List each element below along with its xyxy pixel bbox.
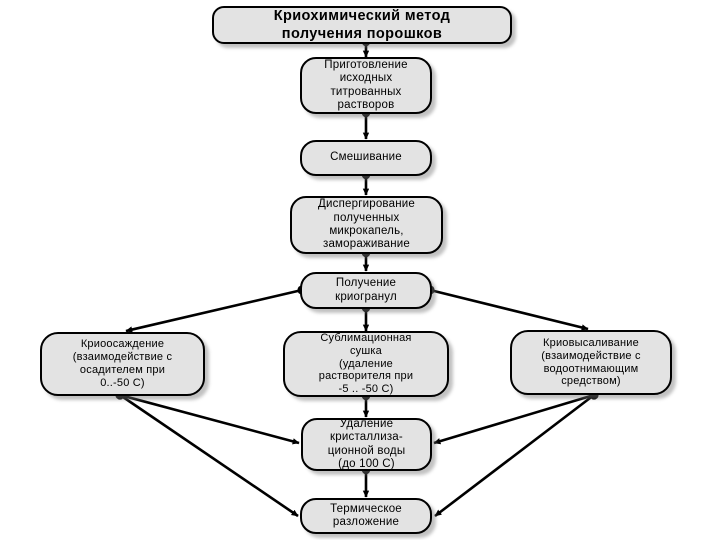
node-thermal-decomposition[interactable]: Термическое разложение xyxy=(300,498,432,534)
edge-cryoprec-dewater xyxy=(119,393,300,445)
node-mixing[interactable]: Смешивание xyxy=(300,140,432,176)
node-cryosalting[interactable]: Криовысаливание (взаимодействие с водоот… xyxy=(510,330,672,395)
node-dispersion[interactable]: Диспергирование полученных микрокапель, … xyxy=(290,196,443,254)
edge-cryosalt-thermal xyxy=(434,393,595,518)
edge-cryosalt-dewater xyxy=(433,393,595,445)
node-sublimation-drying[interactable]: Сублимационная сушка (удаление растворит… xyxy=(283,331,449,397)
edge-granules-cryosalt xyxy=(429,288,589,331)
node-dewatering[interactable]: Удаление кристаллиза- ционной воды (до 1… xyxy=(301,418,432,471)
node-cryogranules[interactable]: Получение криогранул xyxy=(300,272,432,309)
node-cryoprecipitation[interactable]: Криоосаждение (взаимодействие с осадител… xyxy=(40,332,205,396)
node-title[interactable]: Криохимический метод получения порошков xyxy=(212,6,512,44)
node-preparation[interactable]: Приготовление исходных титрованных раств… xyxy=(300,57,432,114)
edge-granules-cryoprec xyxy=(125,288,303,333)
edge-cryoprec-thermal xyxy=(119,393,299,518)
